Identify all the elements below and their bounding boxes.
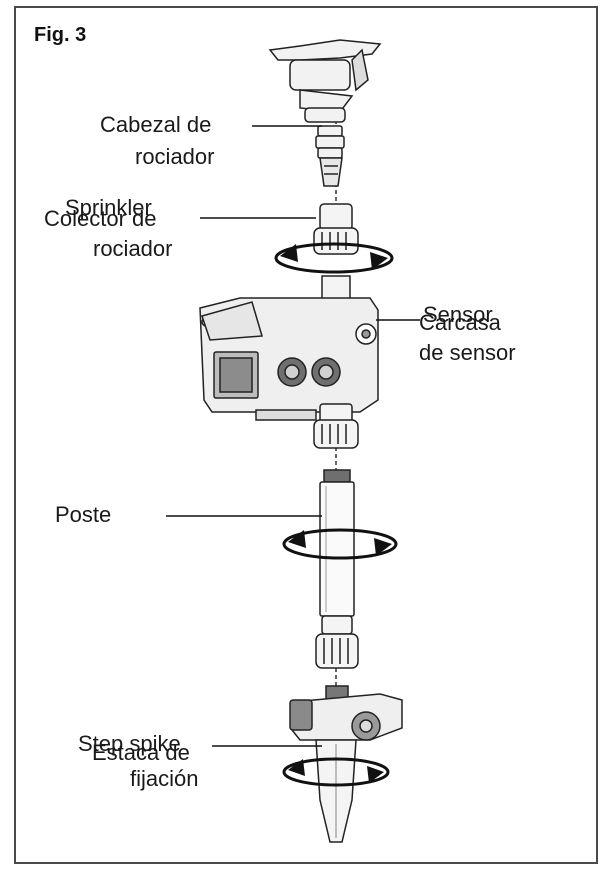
rotate-arrow-icon (282, 528, 398, 560)
label-sprinkler-collector-es-line2: rociador (93, 236, 173, 261)
label-sensor-en: Sensor (423, 302, 493, 327)
label-sprinkler-collector-en: Sprinkler (65, 195, 152, 220)
label-sprinkler-head-line2: rociador (135, 144, 215, 169)
post-bottom-coupling (315, 615, 359, 669)
label-step-spike-es-line1: Estaca de (92, 740, 190, 765)
figure-frame (14, 6, 598, 864)
post (319, 469, 355, 617)
label-post: Poste (55, 502, 112, 527)
step-spike (289, 685, 403, 843)
sprinkler-head (268, 39, 382, 187)
sensor-housing (199, 275, 379, 421)
label-step-spike-en: Step spike (78, 731, 181, 756)
label-sensor-housing-es-line2: de sensor (419, 340, 516, 365)
rotate-arrow-icon (282, 757, 390, 787)
sprinkler-collector (313, 203, 359, 255)
label-sprinkler-head-line1: Cabezal de (100, 112, 212, 137)
figure-label: Fig. 3 (34, 24, 87, 46)
rotate-arrow-icon (274, 242, 394, 274)
label-sprinkler-collector-es-line1: Colector de (44, 206, 157, 231)
label-sensor-housing-es-line1: Carcasa (419, 310, 501, 335)
controller-outlet-coupling (313, 403, 359, 449)
label-step-spike-es-line2: fijación (130, 766, 199, 791)
